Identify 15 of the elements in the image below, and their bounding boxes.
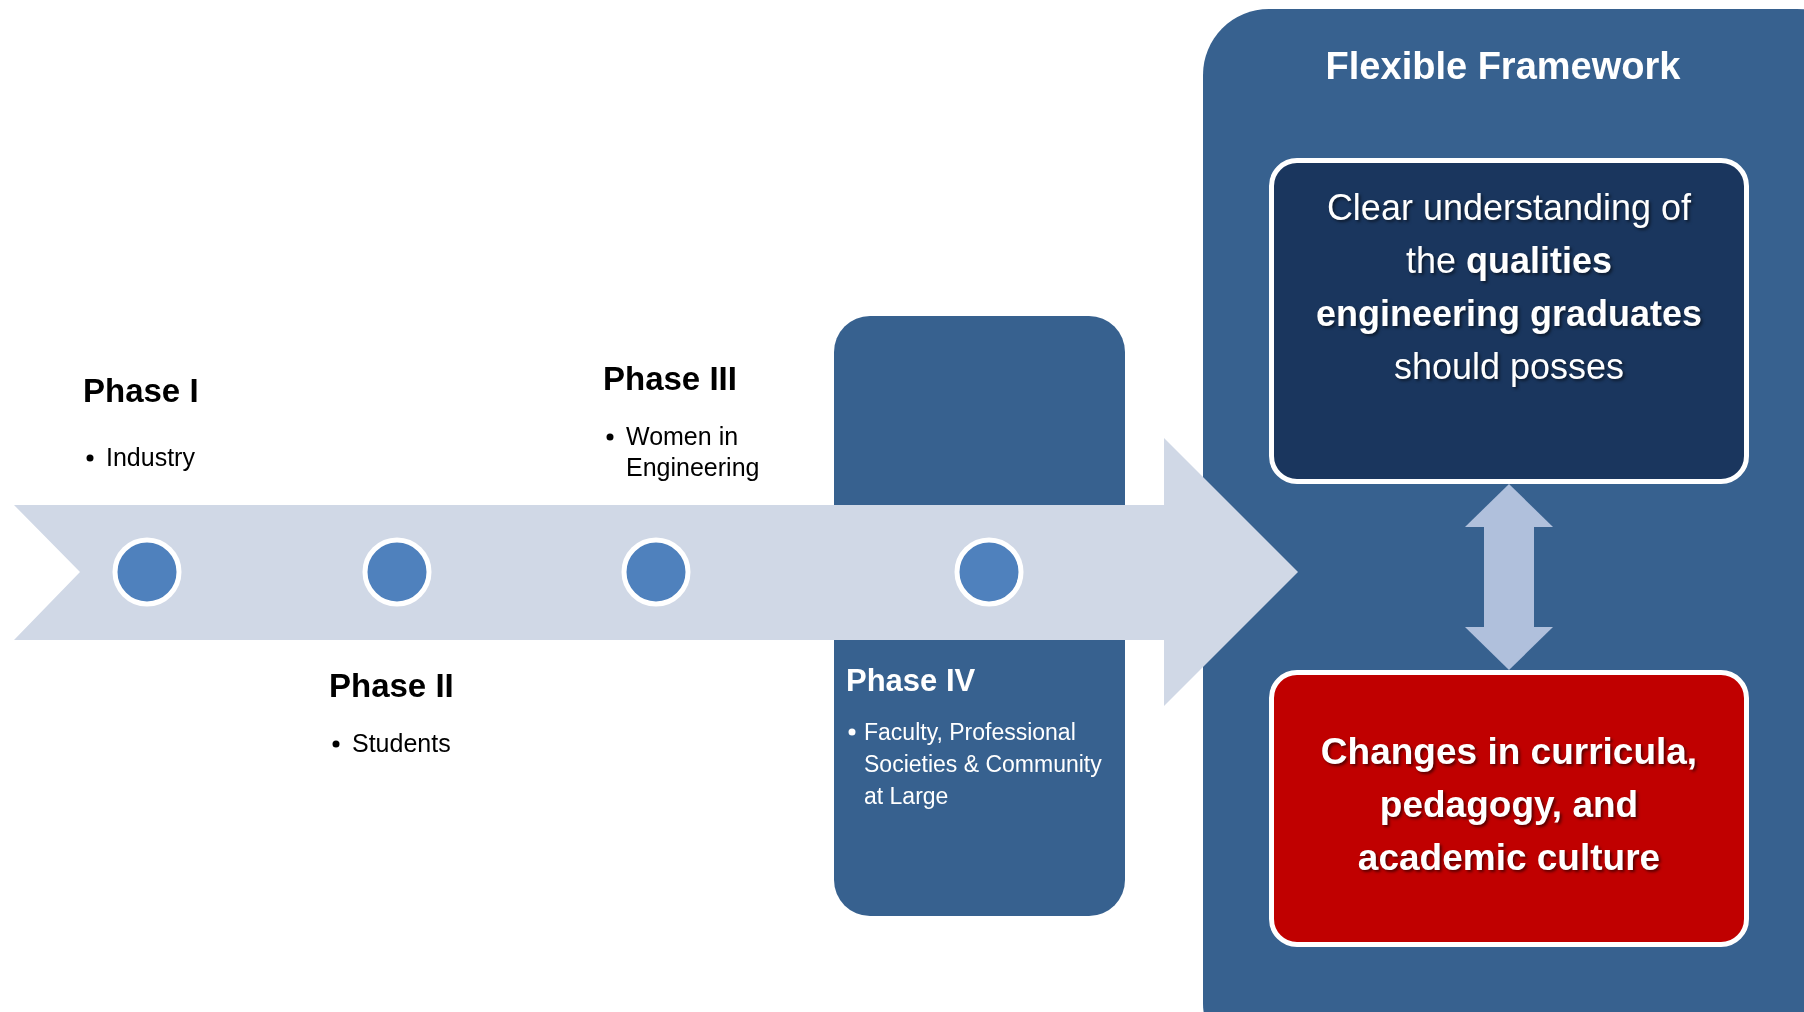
phase-item: Students [352, 728, 451, 759]
outcome-box [1269, 670, 1749, 947]
phase-heading: Phase I [83, 372, 199, 410]
phase-item: Women in Engineering [626, 421, 761, 483]
phase-item: Industry [106, 442, 195, 473]
phase-heading: Phase III [603, 360, 737, 398]
phase-heading: Phase IV [846, 662, 976, 700]
phase-item: Faculty, Professional Societies & Community at Large [864, 718, 1103, 811]
panel-title: Flexible Framework [1324, 45, 1682, 88]
goal-text: Clear understanding of the qualities engineering graduates should posses [1314, 186, 1704, 389]
goal-box [1269, 158, 1749, 484]
outcome-text: Changes in curricula, pedagogy, and academic culture [1319, 730, 1699, 880]
phase-heading: Phase II [329, 667, 454, 705]
double-arrow [1465, 484, 1553, 670]
framework-panel [1203, 9, 1804, 1012]
